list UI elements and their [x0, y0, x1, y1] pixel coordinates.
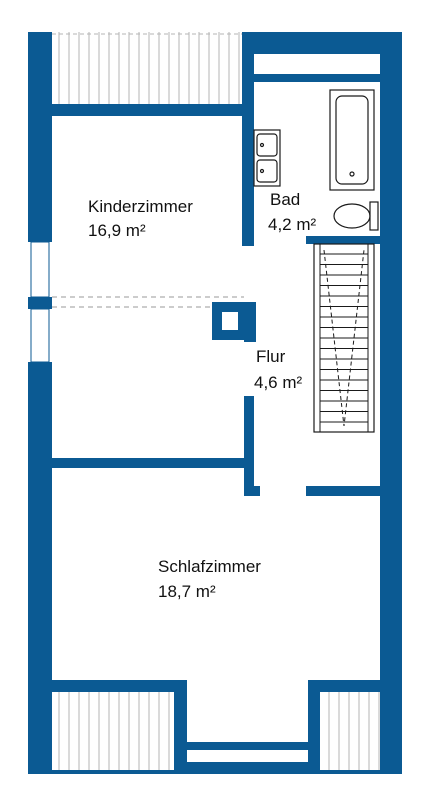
bathtub	[329, 89, 375, 191]
room-name-schlafzimmer: Schlafzimmer	[158, 557, 261, 576]
room-flur: Flur 4,6 m²	[254, 347, 303, 392]
staircase	[313, 243, 375, 433]
balcony-bottom-right	[320, 692, 380, 770]
room-name-bad: Bad	[270, 190, 300, 209]
walls	[28, 32, 402, 774]
balcony-top	[52, 32, 242, 106]
room-area-kinderzimmer: 16,9 m²	[88, 221, 146, 240]
windows-left	[30, 241, 50, 363]
room-area-flur: 4,6 m²	[254, 373, 303, 392]
room-schlafzimmer: Schlafzimmer 18,7 m²	[158, 557, 261, 601]
balcony-bottom-left	[52, 692, 174, 770]
room-area-schlafzimmer: 18,7 m²	[158, 582, 216, 601]
room-name-kinderzimmer: Kinderzimmer	[88, 197, 193, 216]
room-kinderzimmer: Kinderzimmer 16,9 m²	[88, 197, 193, 240]
room-bad: Bad 4,2 m²	[268, 190, 317, 234]
room-area-bad: 4,2 m²	[268, 215, 317, 234]
double-sink	[253, 129, 281, 187]
chimney	[222, 312, 238, 330]
room-name-flur: Flur	[256, 347, 286, 366]
toilet	[333, 201, 379, 231]
